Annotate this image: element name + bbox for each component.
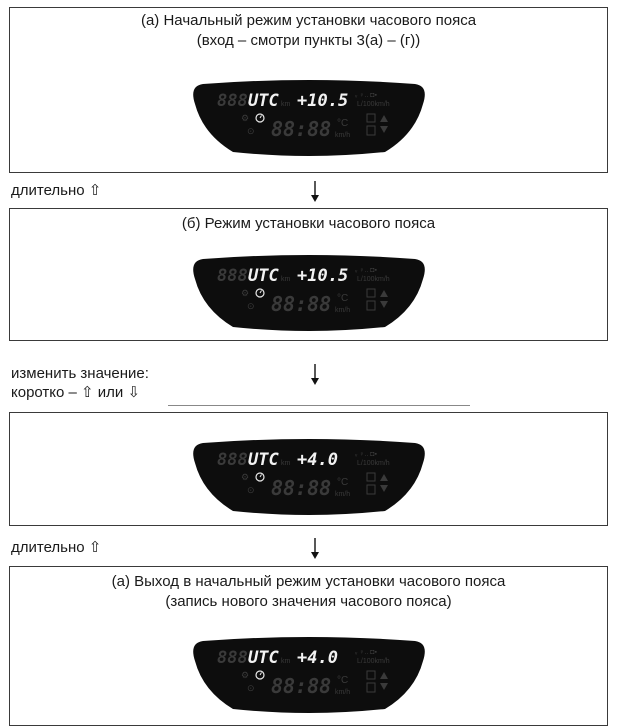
service-icon: ⊙ bbox=[247, 683, 255, 693]
lcd-display: 888 UTC km +10.5 ᵥ ♀.. ◘▪ L/100km/h ⚙ ⊙ … bbox=[189, 249, 429, 331]
clock-readout: 88:88 bbox=[271, 674, 331, 698]
unused-digits: 888 bbox=[217, 266, 248, 286]
engine-icon: ⚙ bbox=[241, 288, 249, 298]
transition-note: длительно ⇧ bbox=[11, 539, 102, 556]
km-label: km bbox=[281, 658, 291, 665]
celsius-label: °C bbox=[337, 675, 348, 686]
down-indicator-icon bbox=[379, 485, 388, 492]
transition-note-sub: коротко – ⇧ или ⇩ bbox=[11, 384, 141, 401]
seat-icon bbox=[366, 682, 375, 693]
up-indicator-icon bbox=[379, 474, 388, 481]
door-icon bbox=[366, 113, 375, 123]
km-label: km bbox=[281, 101, 291, 108]
panel-caption: (а) Начальный режим установки часового п… bbox=[140, 12, 477, 29]
transition-note: длительно ⇧ bbox=[11, 182, 102, 199]
instrument-cluster-lcd: 888 UTC km +4.0 ᵥ ♀.. ◘▪ L/100km/h ⚙ ⊙ 8… bbox=[192, 637, 425, 713]
lcd-display: 888 UTC km +10.5 ᵥ ♀.. ◘▪ L/100km/h ⚙ ⊙ … bbox=[189, 74, 429, 156]
mode-readout: UTC bbox=[248, 450, 279, 470]
panel-caption-sub: (запись нового значения часового пояса) bbox=[165, 593, 452, 610]
unused-digits: 888 bbox=[217, 450, 248, 470]
down-indicator-icon bbox=[379, 683, 388, 690]
celsius-label: °C bbox=[337, 118, 348, 129]
kmh-label: km/h bbox=[335, 132, 350, 139]
timezone-value: +4.0 bbox=[297, 450, 338, 470]
mode-readout: UTC bbox=[248, 648, 279, 668]
lcd-display: 888 UTC km +4.0 ᵥ ♀.. ◘▪ L/100km/h ⚙ ⊙ 8… bbox=[189, 433, 429, 515]
down-arrow-icon bbox=[311, 538, 319, 559]
transition-note: изменить значение: bbox=[11, 365, 149, 382]
timezone-value: +4.0 bbox=[297, 648, 338, 668]
clock-readout: 88:88 bbox=[271, 292, 331, 316]
panel-initial-mode: (а) Начальный режим установки часового п… bbox=[9, 7, 608, 173]
clock-readout: 88:88 bbox=[271, 476, 331, 500]
seat-icon bbox=[366, 125, 375, 136]
engine-icon: ⚙ bbox=[241, 472, 249, 482]
down-indicator-icon bbox=[379, 301, 388, 308]
kmh-label: km/h bbox=[335, 689, 350, 696]
separator-line bbox=[168, 405, 470, 406]
panel-set-mode: (б) Режим установки часового пояса 888 U… bbox=[9, 208, 608, 341]
mode-readout: UTC bbox=[248, 266, 279, 286]
fuel-unit-label: L/100km/h bbox=[357, 658, 390, 665]
door-icon bbox=[366, 288, 375, 298]
seat-icon bbox=[366, 300, 375, 311]
down-indicator-icon bbox=[379, 126, 388, 133]
celsius-label: °C bbox=[337, 477, 348, 488]
panel-changed-value: 888 UTC km +4.0 ᵥ ♀.. ◘▪ L/100km/h ⚙ ⊙ 8… bbox=[9, 412, 608, 526]
panel-caption: (а) Выход в начальный режим установки ча… bbox=[111, 573, 506, 590]
timezone-value: +10.5 bbox=[297, 266, 348, 286]
unused-digits: 888 bbox=[217, 91, 248, 111]
engine-icon: ⚙ bbox=[241, 670, 249, 680]
mode-readout: UTC bbox=[248, 91, 279, 111]
seat-icon bbox=[366, 484, 375, 495]
service-icon: ⊙ bbox=[247, 126, 255, 136]
clock-icon bbox=[254, 670, 265, 680]
fuel-unit-label: L/100km/h bbox=[357, 460, 390, 467]
door-icon bbox=[366, 670, 375, 680]
unused-digits: 888 bbox=[217, 648, 248, 668]
km-label: km bbox=[281, 460, 291, 467]
timezone-value: +10.5 bbox=[297, 91, 348, 111]
fuel-icons: ᵥ ♀.. ◘▪ bbox=[354, 267, 378, 274]
fuel-icons: ᵥ ♀.. ◘▪ bbox=[354, 649, 378, 656]
engine-icon: ⚙ bbox=[241, 113, 249, 123]
service-icon: ⊙ bbox=[247, 485, 255, 495]
panel-caption: (б) Режим установки часового пояса bbox=[181, 215, 436, 232]
panel-exit-mode: (а) Выход в начальный режим установки ча… bbox=[9, 566, 608, 726]
clock-icon bbox=[254, 288, 265, 298]
km-label: km bbox=[281, 276, 291, 283]
panel-caption-sub: (вход – смотри пункты 3(а) – (г)) bbox=[196, 32, 421, 49]
lcd-display: 888 UTC km +4.0 ᵥ ♀.. ◘▪ L/100km/h ⚙ ⊙ 8… bbox=[189, 631, 429, 713]
fuel-unit-label: L/100km/h bbox=[357, 101, 390, 108]
fuel-unit-label: L/100km/h bbox=[357, 276, 390, 283]
fuel-icons: ᵥ ♀.. ◘▪ bbox=[354, 92, 378, 99]
service-icon: ⊙ bbox=[247, 301, 255, 311]
clock-icon bbox=[254, 113, 265, 123]
celsius-label: °C bbox=[337, 293, 348, 304]
kmh-label: km/h bbox=[335, 491, 350, 498]
door-icon bbox=[366, 472, 375, 482]
down-arrow-icon bbox=[311, 364, 319, 385]
up-indicator-icon bbox=[379, 672, 388, 679]
instrument-cluster-lcd: 888 UTC km +10.5 ᵥ ♀.. ◘▪ L/100km/h ⚙ ⊙ … bbox=[192, 255, 425, 331]
clock-icon bbox=[254, 472, 265, 482]
up-indicator-icon bbox=[379, 290, 388, 297]
clock-readout: 88:88 bbox=[271, 117, 331, 141]
instrument-cluster-lcd: 888 UTC km +4.0 ᵥ ♀.. ◘▪ L/100km/h ⚙ ⊙ 8… bbox=[192, 439, 425, 515]
fuel-icons: ᵥ ♀.. ◘▪ bbox=[354, 451, 378, 458]
instrument-cluster-lcd: 888 UTC km +10.5 ᵥ ♀.. ◘▪ L/100km/h ⚙ ⊙ … bbox=[192, 80, 425, 156]
up-indicator-icon bbox=[379, 115, 388, 122]
kmh-label: km/h bbox=[335, 307, 350, 314]
down-arrow-icon bbox=[311, 181, 319, 202]
